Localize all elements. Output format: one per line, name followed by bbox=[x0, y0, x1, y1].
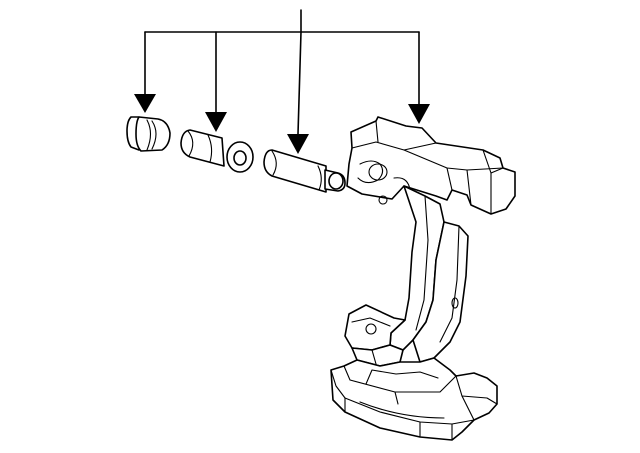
dust-boot-icon bbox=[126, 116, 171, 152]
arrowhead-pin-bolt bbox=[205, 112, 227, 132]
arrowhead-guide-pin bbox=[287, 134, 309, 154]
caliper-bracket-icon bbox=[330, 116, 516, 441]
arrowhead-bracket bbox=[408, 104, 430, 124]
leader-lines bbox=[134, 9, 430, 154]
leader-guide-pin bbox=[297, 31, 302, 135]
arrowhead-boot bbox=[134, 94, 156, 113]
guide-pin-icon bbox=[263, 149, 346, 193]
pin-bolt-icon bbox=[180, 129, 254, 173]
